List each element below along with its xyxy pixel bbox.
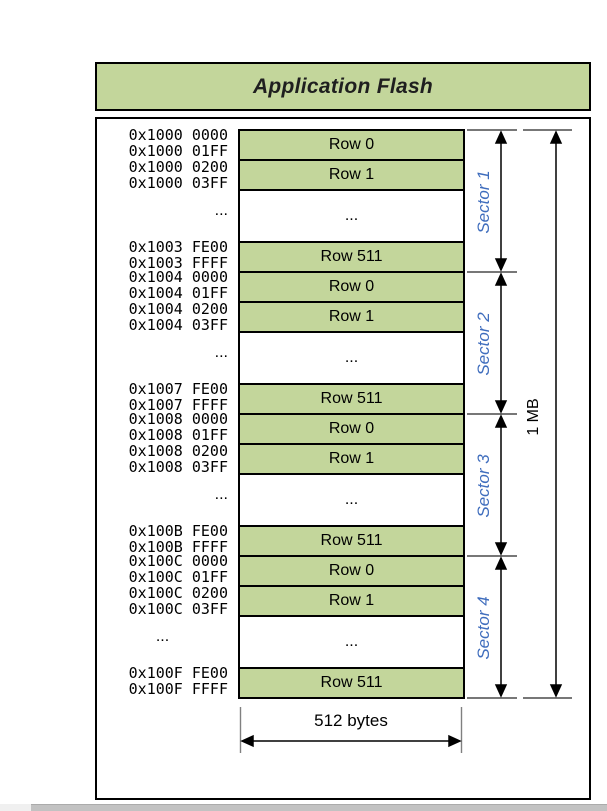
address-label: 0x1008 0000 (128, 410, 228, 428)
address-column-sector-1: 0x1000 0000 0x1000 01FF 0x1000 0200 0x10… (97, 126, 228, 271)
address-label: 0x1003 FFFF (128, 254, 228, 272)
horizontal-scrollbar-thumb[interactable] (31, 804, 607, 811)
row-cell: Row 1 (240, 587, 463, 617)
address-label: 0x1007 FFFF (128, 396, 228, 414)
address-label: 0x1000 0200 (128, 158, 228, 176)
sector-2-label: Sector 2 (474, 312, 493, 376)
address-ellipsis: ... (155, 628, 170, 645)
address-label: 0x100B FE00 (128, 522, 228, 540)
address-column-sector-3: 0x1008 0000 0x1008 01FF 0x1008 0200 0x10… (97, 410, 228, 555)
address-label: 0x100C 03FF (128, 600, 228, 618)
address-label: 0x100B FFFF (128, 538, 228, 556)
address-label: 0x1000 03FF (128, 174, 228, 192)
address-ellipsis: ... (214, 202, 228, 219)
address-label: 0x1004 01FF (128, 284, 228, 302)
address-label: 0x1008 03FF (128, 458, 228, 476)
row-cell: Row 511 (240, 527, 463, 557)
diagram-title-bar: Application Flash (95, 62, 591, 111)
address-end-group: 0x100F FE00 0x100F FFFF (97, 665, 228, 697)
address-label: 0x1008 0200 (128, 442, 228, 460)
address-end-group: 0x1003 FE00 0x1003 FFFF (97, 239, 228, 271)
address-label: 0x1007 FE00 (128, 380, 228, 398)
address-label: 0x100C 01FF (128, 568, 228, 586)
horizontal-scrollbar-track[interactable] (0, 804, 607, 811)
sector-4-label: Sector 4 (474, 596, 493, 660)
address-column-sector-4: 0x100C 0000 0x100C 01FF 0x100C 0200 0x10… (97, 552, 228, 697)
address-ellipsis: ... (214, 486, 228, 503)
total-size-label: 1 MB (525, 398, 542, 436)
address-label: 0x1008 01FF (128, 426, 228, 444)
row-cell: Row 0 (240, 131, 463, 161)
address-label: 0x100F FE00 (128, 664, 228, 682)
memory-rows-table: Row 0 Row 1 ... Row 511 Row 0 Row 1 ... … (238, 129, 465, 699)
sector-1-label: Sector 1 (474, 170, 493, 234)
address-label: 0x100F FFFF (128, 680, 228, 698)
address-end-group: 0x1007 FE00 0x1007 FFFF (97, 381, 228, 413)
address-label: 0x1000 0000 (128, 126, 228, 144)
address-column-sector-2: 0x1004 0000 0x1004 01FF 0x1004 0200 0x10… (97, 268, 228, 413)
row-cell: Row 511 (240, 243, 463, 273)
row-cell: Row 1 (240, 161, 463, 191)
sector-3-label: Sector 3 (474, 454, 493, 518)
address-label: 0x1004 0200 (128, 300, 228, 318)
row-ellipsis-cell: ... (240, 191, 463, 243)
address-label: 0x1003 FE00 (128, 238, 228, 256)
row-cell: Row 1 (240, 303, 463, 333)
address-label: 0x100C 0200 (128, 584, 228, 602)
row-cell: Row 0 (240, 557, 463, 587)
row-ellipsis-cell: ... (240, 617, 463, 669)
address-label: 0x1004 03FF (128, 316, 228, 334)
address-label: 0x1004 0000 (128, 268, 228, 286)
address-ellipsis: ... (214, 344, 228, 361)
address-label: 0x1000 01FF (128, 142, 228, 160)
diagram-title: Application Flash (252, 74, 434, 98)
row-ellipsis-cell: ... (240, 333, 463, 385)
row-cell: Row 1 (240, 445, 463, 475)
row-cell: Row 0 (240, 415, 463, 445)
row-cell: Row 0 (240, 273, 463, 303)
row-width-label: 512 bytes (314, 711, 388, 730)
row-cell: Row 511 (240, 385, 463, 415)
row-cell: Row 511 (240, 669, 463, 697)
row-ellipsis-cell: ... (240, 475, 463, 527)
address-end-group: 0x100B FE00 0x100B FFFF (97, 523, 228, 555)
address-label: 0x100C 0000 (128, 552, 228, 570)
